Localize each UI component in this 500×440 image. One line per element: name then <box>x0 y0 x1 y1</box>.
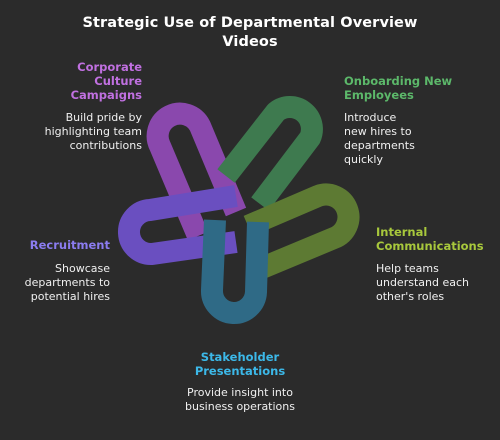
link-teal <box>201 219 269 324</box>
stakeholder-description: Provide insight into business operations <box>185 386 295 413</box>
stakeholder-heading: Stakeholder Presentations <box>194 350 286 378</box>
recruitment-heading: Recruitment <box>29 238 110 252</box>
link-purple <box>146 102 247 241</box>
link-violet <box>118 185 238 265</box>
item-corporate-culture: Corporate Culture Campaigns Build pride … <box>16 60 142 153</box>
item-internal-comms: Internal Communications Help teams under… <box>376 225 488 304</box>
corporate-culture-description: Build pride by highlighting team contrib… <box>44 111 142 152</box>
link-green <box>217 96 323 211</box>
link-olive <box>243 183 360 279</box>
onboarding-description: Introduce new hires to departments quick… <box>344 111 415 166</box>
internal-comms-description: Help teams understand each other's roles <box>376 262 469 303</box>
recruitment-description: Showcase departments to potential hires <box>24 262 110 303</box>
corporate-culture-heading: Corporate Culture Campaigns <box>70 60 142 102</box>
item-recruitment: Recruitment Showcase departments to pote… <box>16 238 110 304</box>
diagram-title: Strategic Use of Departmental Overview V… <box>82 15 418 50</box>
onboarding-heading: Onboarding New Employees <box>344 74 453 102</box>
internal-comms-heading: Internal Communications <box>376 225 484 253</box>
item-stakeholder: Stakeholder Presentations Provide insigh… <box>180 350 300 414</box>
item-onboarding: Onboarding New Employees Introduce new h… <box>344 74 464 167</box>
